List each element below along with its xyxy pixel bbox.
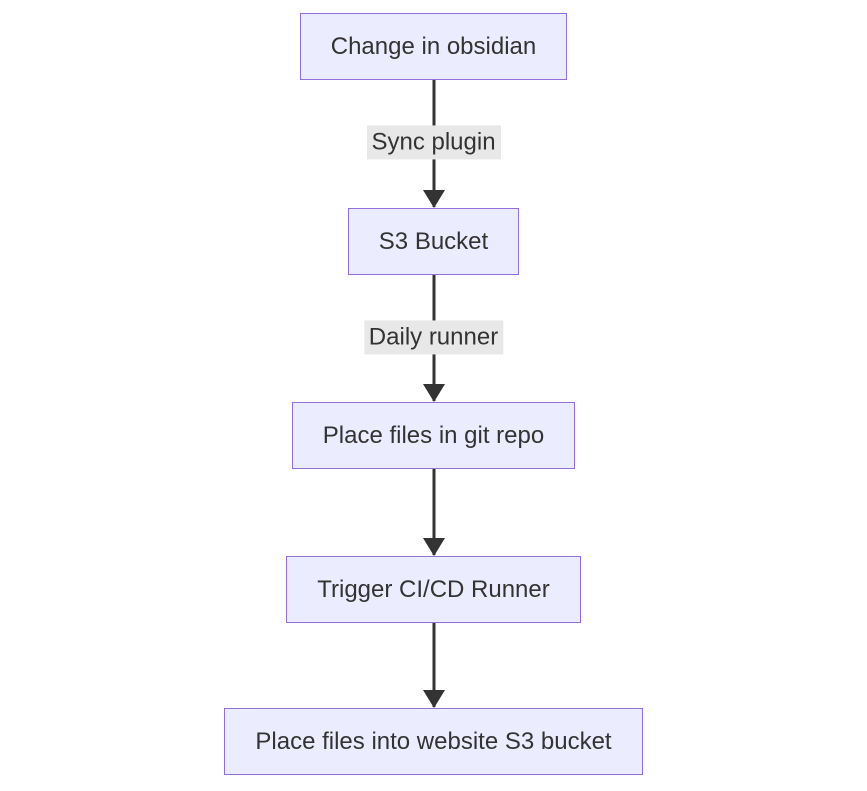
flow-node-label: Change in obsidian <box>330 32 537 60</box>
flow-node-label: S3 Bucket <box>378 227 489 255</box>
flow-node-place-files-into-website-s3-bucket: Place files into website S3 bucket <box>224 708 643 775</box>
flow-edge-plain-2 <box>274 623 594 708</box>
flow-edge-sync-plugin: Sync plugin <box>274 80 594 208</box>
flowchart: Change in obsidian Sync plugin S3 Bucket… <box>0 13 867 775</box>
flow-node-label: Place files in git repo <box>322 421 545 449</box>
edge-label: Daily runner <box>363 319 504 355</box>
flow-node-trigger-ci-cd-runner: Trigger CI/CD Runner <box>286 556 581 623</box>
arrowhead-icon <box>422 384 445 402</box>
flow-edge-daily-runner: Daily runner <box>274 275 594 402</box>
arrowhead-icon <box>422 690 445 708</box>
flow-edge-plain-1 <box>274 469 594 556</box>
edge-label: Sync plugin <box>366 125 501 160</box>
flow-node-label: Trigger CI/CD Runner <box>317 575 550 603</box>
arrowhead-icon <box>422 190 445 208</box>
edge-line <box>432 623 435 707</box>
flow-node-s3-bucket: S3 Bucket <box>347 208 520 275</box>
flow-node-place-files-in-git-repo: Place files in git repo <box>291 402 576 469</box>
flow-node-change-in-obsidian: Change in obsidian <box>299 13 568 80</box>
edge-line <box>432 469 435 555</box>
flow-node-label: Place files into website S3 bucket <box>255 727 612 755</box>
arrowhead-icon <box>422 538 445 556</box>
